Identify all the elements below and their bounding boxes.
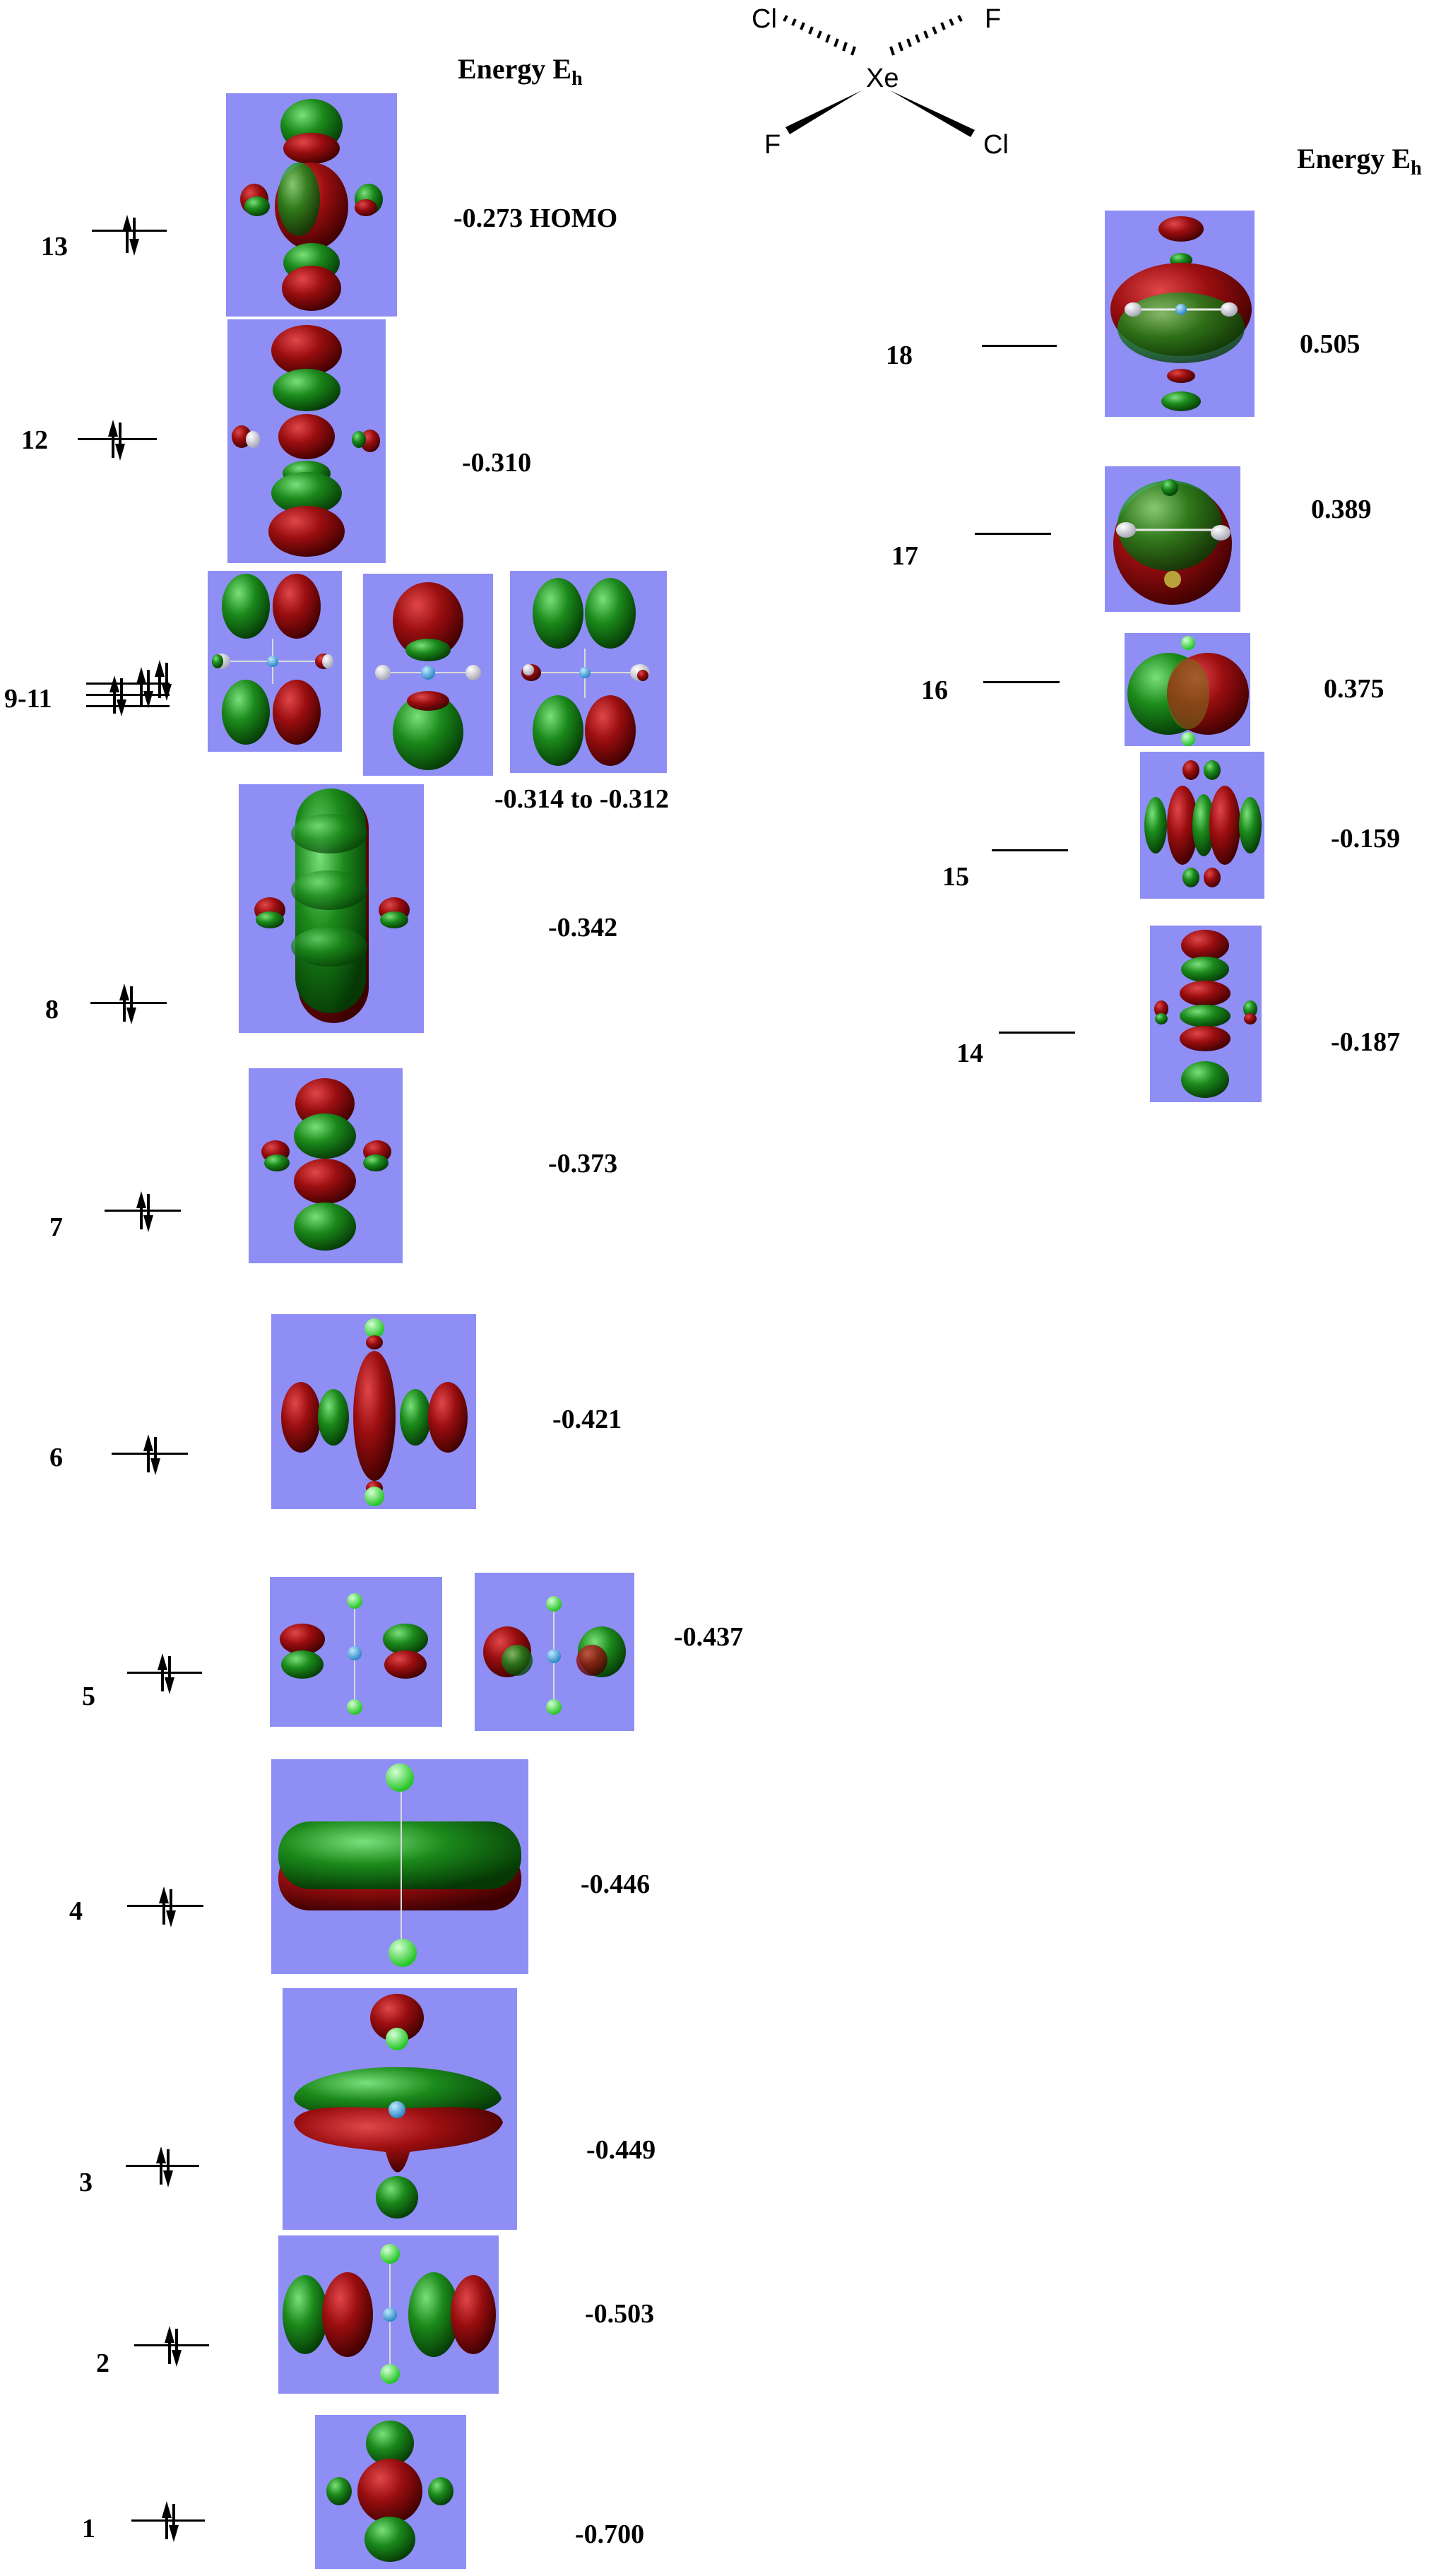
mo-label: 13 — [41, 232, 68, 261]
energy-level — [86, 683, 170, 685]
orbital-image — [271, 1759, 528, 1974]
energy-value: 0.389 — [1311, 495, 1372, 524]
mo-label: 5 — [82, 1682, 95, 1711]
mo-label: 4 — [69, 1896, 83, 1926]
orbital-image — [226, 93, 397, 317]
orbital-image — [510, 571, 667, 773]
energy-level — [983, 681, 1060, 683]
orbital-image — [475, 1573, 634, 1731]
electron-pair-icon — [150, 1882, 185, 1932]
mo-label: 16 — [921, 675, 948, 705]
atom-label: Cl — [752, 4, 777, 34]
orbital-image — [315, 2415, 466, 2569]
orbital-image — [278, 2235, 499, 2394]
energy-value: -0.314 to -0.312 — [494, 784, 669, 814]
mo-label: 3 — [79, 2168, 93, 2197]
energy-level — [999, 1032, 1075, 1034]
atom-label: F — [764, 130, 781, 160]
electron-pair-icon — [147, 2142, 182, 2192]
orbital-image — [1105, 466, 1240, 612]
electron-pair-icon — [110, 979, 146, 1029]
energy-level — [86, 694, 170, 696]
energy-level — [127, 1672, 202, 1674]
energy-level — [86, 705, 170, 707]
energy-value: 0.505 — [1300, 329, 1360, 359]
orbital-image — [271, 1314, 476, 1509]
molecule-structure: Cl F Xe F Cl — [742, 0, 1038, 170]
atom-label: Xe — [866, 64, 899, 93]
mo-label: 1 — [82, 2514, 95, 2543]
energy-level — [992, 849, 1068, 851]
mo-label: 14 — [956, 1039, 983, 1068]
energy-value: -0.700 — [575, 2519, 645, 2549]
energy-value: 0.375 — [1324, 674, 1384, 704]
orbital-image — [283, 1988, 517, 2230]
energy-value: -0.273 HOMO — [453, 203, 618, 233]
orbital-image — [270, 1577, 442, 1727]
mo-label: 7 — [49, 1212, 63, 1242]
energy-value: -0.421 — [552, 1405, 622, 1434]
energy-level — [90, 1002, 167, 1004]
energy-value: -0.342 — [548, 913, 618, 943]
energy-value: -0.373 — [548, 1149, 618, 1178]
mo-label: 15 — [942, 862, 969, 892]
orbital-image — [249, 1068, 403, 1263]
mo-label: 17 — [891, 541, 918, 571]
mo-label: 12 — [21, 425, 48, 455]
energy-level — [78, 438, 157, 440]
mo-label: 9-11 — [4, 684, 52, 714]
energy-value: -0.503 — [585, 2299, 655, 2329]
energy-level — [134, 2344, 209, 2346]
orbital-image — [1125, 633, 1250, 746]
orbital-image — [1150, 926, 1262, 1102]
electron-pair-icon — [148, 1649, 184, 1698]
electron-pair-icon — [113, 211, 148, 260]
energy-value: -0.310 — [462, 448, 532, 478]
mo-label: 2 — [96, 2348, 109, 2378]
orbital-image — [208, 571, 342, 752]
electron-pair-icon — [134, 1430, 170, 1479]
energy-level — [982, 345, 1057, 347]
orbital-image — [363, 574, 493, 776]
mo-label: 18 — [886, 341, 913, 370]
energy-header-left: Energy Eh — [458, 53, 583, 90]
energy-value: -0.159 — [1331, 824, 1401, 853]
electron-pair-icon — [99, 415, 134, 465]
energy-value: -0.446 — [581, 1869, 651, 1899]
energy-level — [975, 533, 1051, 535]
orbital-image — [227, 319, 386, 563]
atom-label: Cl — [983, 130, 1009, 160]
energy-value: -0.437 — [674, 1622, 744, 1652]
molecule-bonds — [783, 15, 975, 137]
atom-label: F — [985, 4, 1002, 34]
electron-pair-icon — [146, 656, 181, 705]
orbital-image — [1140, 752, 1264, 899]
electron-pair-icon — [155, 2322, 191, 2371]
mo-label: 8 — [45, 995, 59, 1024]
orbital-image — [1105, 211, 1255, 417]
energy-header-right: Energy Eh — [1297, 143, 1422, 179]
mo-label: 6 — [49, 1443, 63, 1472]
electron-pair-icon — [127, 1187, 162, 1236]
energy-value: -0.187 — [1331, 1027, 1401, 1057]
electron-pair-icon — [153, 2497, 188, 2546]
orbital-image — [239, 784, 424, 1033]
energy-value: -0.449 — [586, 2135, 656, 2165]
